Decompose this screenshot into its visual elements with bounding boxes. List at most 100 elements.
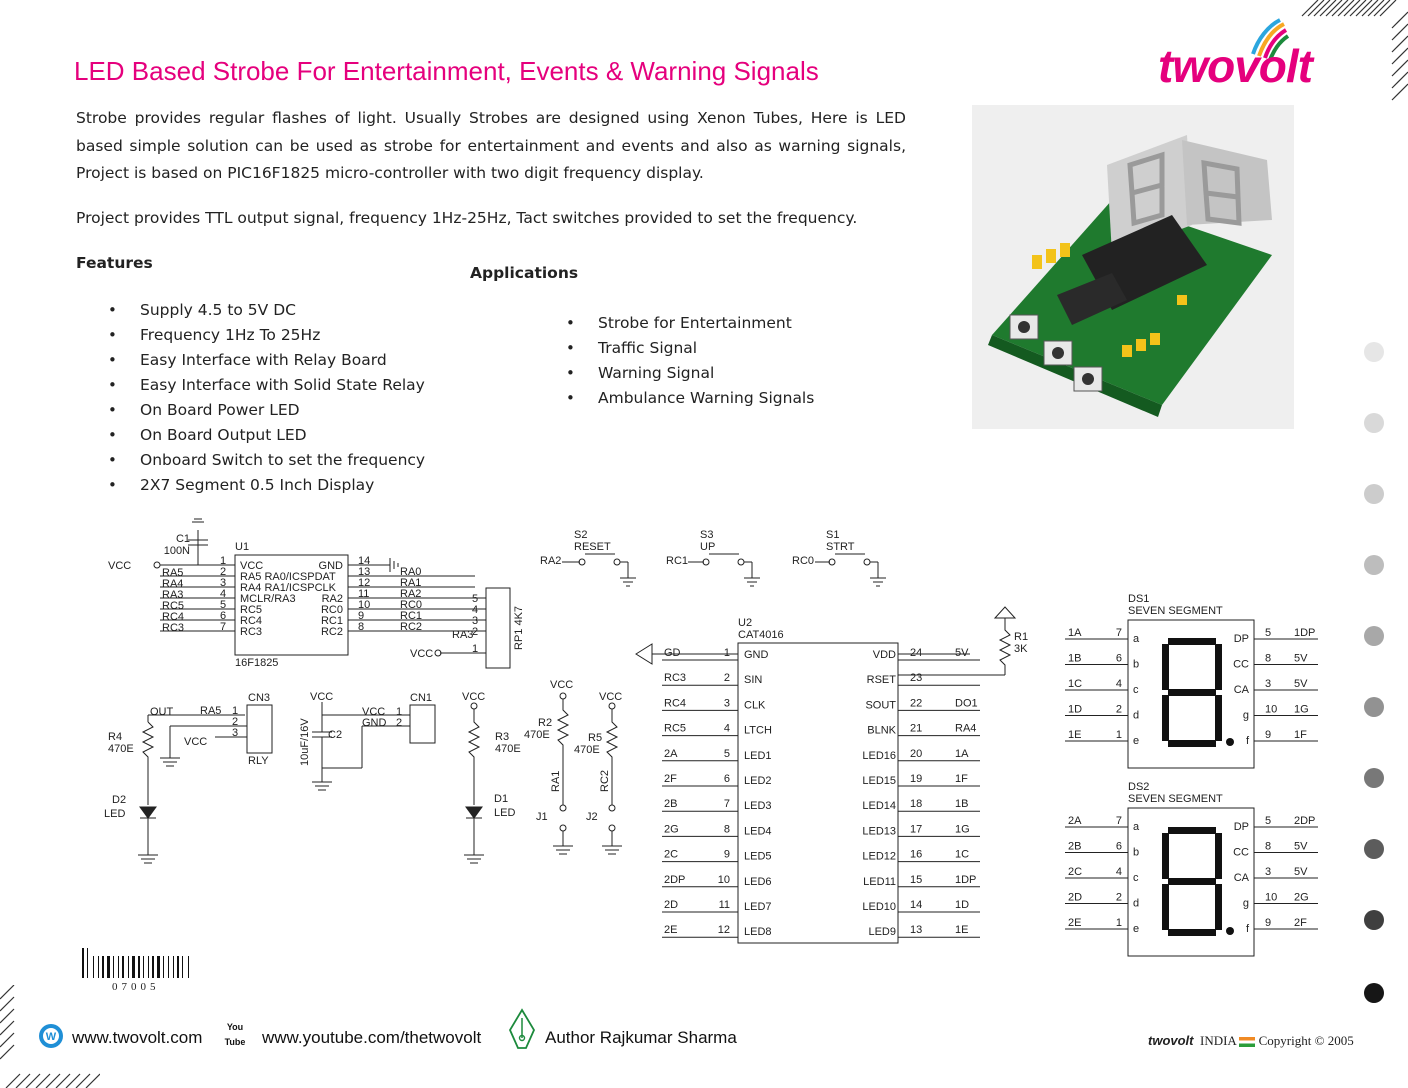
svg-text:9: 9 <box>358 610 364 622</box>
corner-hatch-bottom-left <box>0 985 100 1088</box>
u2-right-num: 19 <box>910 773 922 785</box>
u2-left-num: 8 <box>724 823 730 835</box>
u1-ref: U1 <box>235 541 249 553</box>
brand-text: twovolt <box>1148 1033 1194 1048</box>
svg-text:RC1: RC1 <box>321 615 343 627</box>
u1-left-nets: VCC RA5 RA4 RA3 RC5 RC4 RC3 <box>108 560 184 634</box>
ds-left-net: 1D <box>1068 704 1082 716</box>
u2-left-num: 11 <box>719 899 730 911</box>
svg-text:VCC: VCC <box>410 648 433 660</box>
logo-text: twovolt <box>1158 40 1315 90</box>
r1-ref: R1 <box>1014 631 1028 643</box>
ds-left-net: 2B <box>1068 841 1081 853</box>
ds-right-net: 1DP <box>1294 627 1315 639</box>
ds-right-seg: f <box>1246 735 1250 747</box>
ds-left-seg: c <box>1133 684 1139 696</box>
svg-text:2: 2 <box>232 716 238 728</box>
ds-left-num: 6 <box>1116 653 1122 665</box>
svg-text:CN3: CN3 <box>248 692 270 704</box>
u2-right-net: 1DP <box>955 874 976 886</box>
u2-right-net: 1F <box>955 773 968 785</box>
svg-text:RC2: RC2 <box>400 621 422 633</box>
u1-part: 16F1825 <box>235 657 278 669</box>
svg-text:RA4: RA4 <box>162 578 183 590</box>
list-item: 2X7 Segment 0.5 Inch Display <box>76 473 425 498</box>
barcode: 07005 <box>82 948 189 993</box>
u2-ref: U2 <box>738 617 752 629</box>
ds-left-net: 2E <box>1068 917 1081 929</box>
u2-left-pin: LED4 <box>744 825 772 837</box>
ds-right-net: 5V <box>1294 866 1308 878</box>
circuit-schematic: U1 16F1825 C1 100N VCC RA5 RA0/ICSPDAT R… <box>104 518 1318 957</box>
svg-text:S3: S3 <box>700 529 713 541</box>
svg-text:RA3: RA3 <box>162 589 183 601</box>
ds-right-net: 5V <box>1294 653 1308 665</box>
svg-text:J1: J1 <box>536 811 548 823</box>
u2-left-pin: LED3 <box>744 800 772 812</box>
svg-text:GND: GND <box>319 560 344 572</box>
svg-text:RC0: RC0 <box>792 555 814 567</box>
svg-text:4: 4 <box>220 588 226 600</box>
u2-right-pin: LED14 <box>862 800 896 812</box>
website-link[interactable]: www.twovolt.com <box>72 1028 203 1047</box>
u2-right-pin: LED10 <box>862 901 896 913</box>
svg-text:2: 2 <box>472 626 478 638</box>
u2-left-net: 2C <box>664 849 678 861</box>
svg-text:6: 6 <box>220 610 226 622</box>
ds-right-num: 5 <box>1265 815 1271 827</box>
u2-right-net: 1E <box>955 924 968 936</box>
u2-left-net: 2E <box>664 924 677 936</box>
u2-right-net: 1G <box>955 823 970 835</box>
svg-text:2: 2 <box>396 717 402 729</box>
svg-text:C2: C2 <box>328 729 342 741</box>
u2-right-net: 1C <box>955 849 969 861</box>
u1-right-nets: RA0 RA1 RA2 RC0 RC1 RC2 <box>400 566 422 633</box>
ds-right-net: 2G <box>1294 892 1309 904</box>
u2-left-num: 5 <box>724 748 730 760</box>
u2-left-num: 9 <box>724 849 730 861</box>
applications-list: Strobe for Entertainment Traffic Signal … <box>564 311 814 411</box>
list-item: Supply 4.5 to 5V DC <box>76 298 425 323</box>
ds-left-num: 7 <box>1116 627 1122 639</box>
svg-text:R2: R2 <box>538 717 552 729</box>
u2-right-net: DO1 <box>955 697 978 709</box>
ds-right-seg: g <box>1243 898 1249 910</box>
svg-text:RC1: RC1 <box>666 555 688 567</box>
svg-text:RA1: RA1 <box>550 771 562 792</box>
ds-left-net: 2C <box>1068 866 1082 878</box>
u2-left-num: 4 <box>724 723 730 735</box>
svg-text:470E: 470E <box>524 729 550 741</box>
ds-right-seg: g <box>1243 710 1249 722</box>
ds-right-num: 10 <box>1265 892 1277 904</box>
u2-right-pin: VDD <box>873 649 896 661</box>
list-item: Onboard Switch to set the frequency <box>76 448 425 473</box>
u2-left-pin: SIN <box>744 674 762 686</box>
svg-text:RLY: RLY <box>248 755 269 767</box>
youtube-link[interactable]: www.youtube.com/thetwovolt <box>262 1028 482 1047</box>
ds-left-seg: a <box>1133 633 1140 645</box>
ds-right-seg: DP <box>1234 633 1249 645</box>
svg-text:VCC: VCC <box>108 560 131 572</box>
svg-text:STRT: STRT <box>826 541 855 553</box>
globe-icon: W <box>39 1024 63 1048</box>
u2-right-num: 21 <box>910 723 922 735</box>
ds-right-seg: CA <box>1234 684 1250 696</box>
u2-left-num: 10 <box>718 874 730 886</box>
svg-text:RC4: RC4 <box>162 611 184 623</box>
copyright-text: Copyright <box>1258 1033 1312 1048</box>
u1-right-pins: GND RA2 RC0 RC1 RC2 <box>319 560 344 638</box>
copyright-symbol: © <box>1314 1033 1325 1048</box>
svg-text:J2: J2 <box>586 811 598 823</box>
svg-text:470E: 470E <box>108 743 134 755</box>
svg-text:RA5: RA5 <box>200 705 221 717</box>
u1-left-nums: 1 2 3 4 5 6 7 <box>220 555 226 633</box>
u2-left-net: 2A <box>664 748 678 760</box>
svg-text:RC2: RC2 <box>321 626 343 638</box>
dot <box>1364 768 1384 788</box>
svg-text:RA5: RA5 <box>162 567 183 579</box>
ds-right-seg: CA <box>1234 872 1250 884</box>
svg-text:RC3: RC3 <box>162 622 184 634</box>
ds-right-num: 9 <box>1265 729 1271 741</box>
svg-text:DS2: DS2 <box>1128 781 1149 793</box>
